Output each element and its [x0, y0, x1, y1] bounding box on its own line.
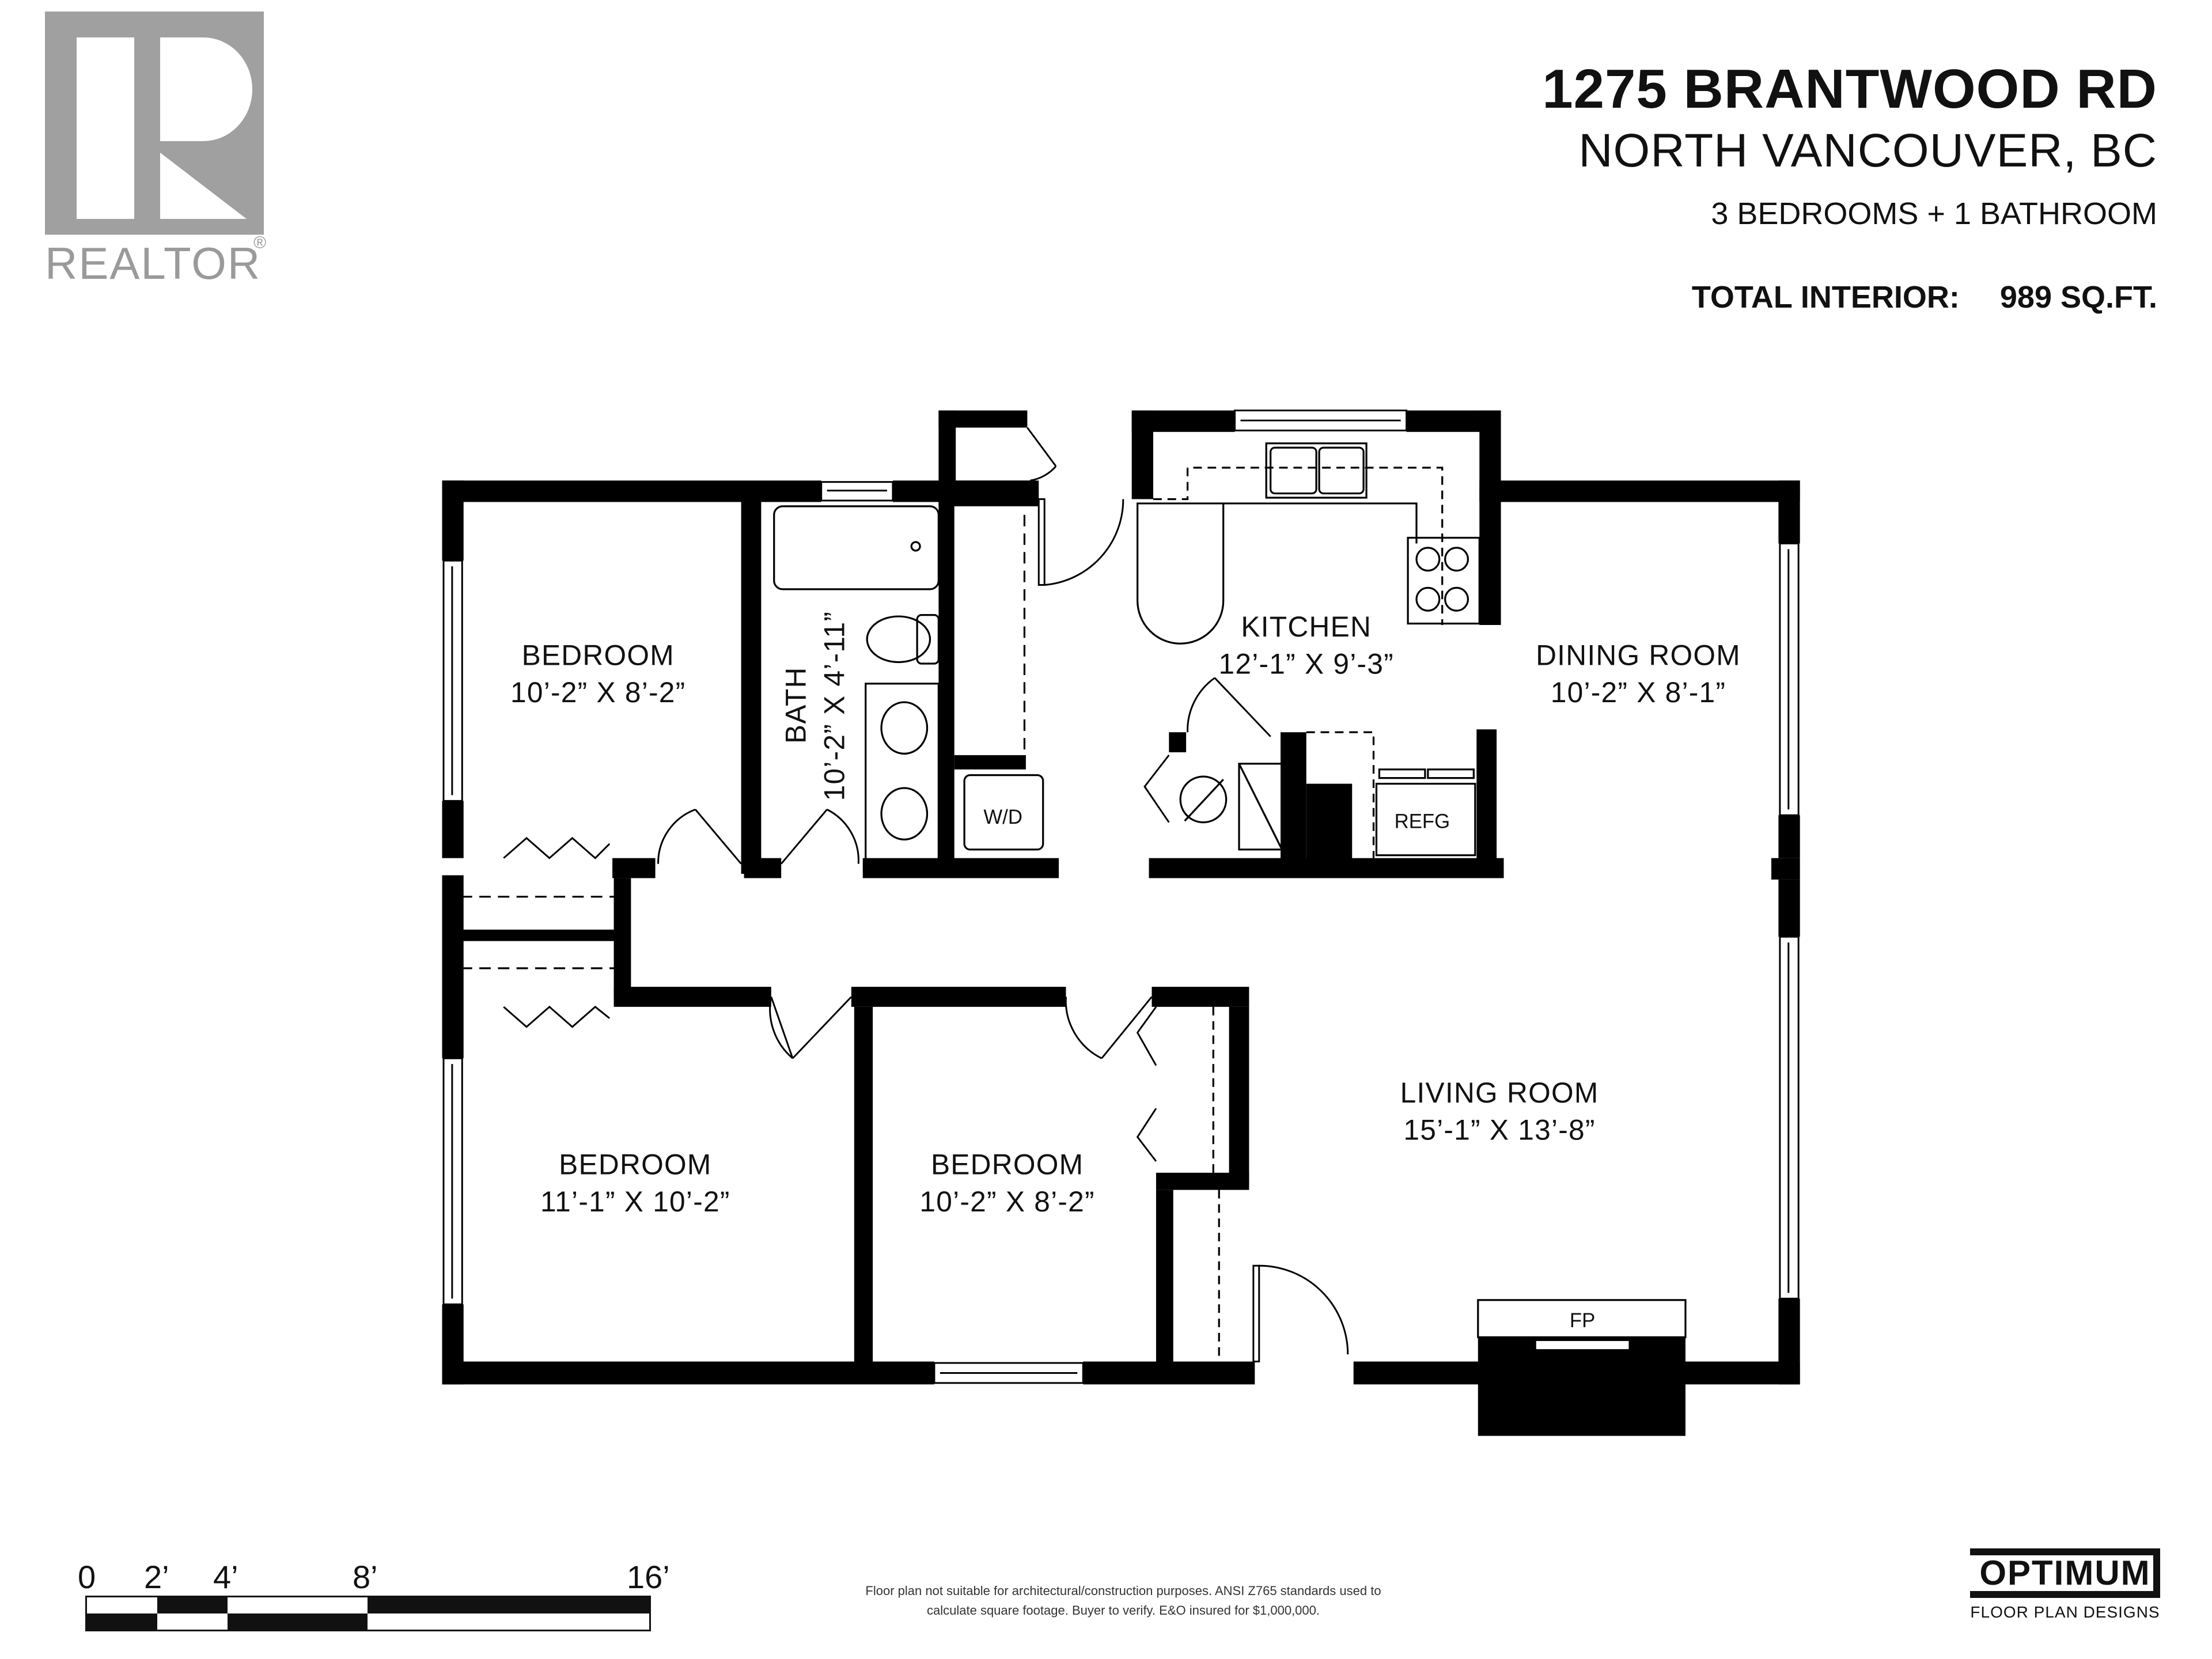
walls	[442, 410, 1800, 1436]
washer-dryer-label: W/D	[983, 806, 1022, 828]
total-interior: TOTAL INTERIOR: 989 SQ.FT.	[1692, 279, 2157, 315]
room-dims-living: 15’-1” X 13’-8”	[1403, 1114, 1595, 1146]
room-name-kitchen: KITCHEN	[1241, 611, 1372, 643]
realtor-wordmark: REALTOR	[45, 238, 262, 289]
optimum-logo-tagline: FLOOR PLAN DESIGNS	[1970, 1603, 2160, 1621]
scale-tick-4: 4’	[213, 1559, 238, 1595]
scale-labels: 0 2’ 4’ 8’ 16’	[0, 1558, 749, 1604]
room-name-living: LIVING ROOM	[1400, 1077, 1599, 1109]
room-name-bedroom-3: BEDROOM	[931, 1148, 1084, 1180]
room-dims-bedroom-2: 11’-1” X 10’-2”	[540, 1185, 730, 1218]
room-name-bedroom-1: BEDROOM	[522, 639, 675, 671]
scale-tick-0: 0	[78, 1559, 96, 1595]
scale-tick-8: 8’	[353, 1559, 378, 1595]
disclaimer-line-2: calculate square footage. Buyer to verif…	[927, 1603, 1320, 1618]
disclaimer: Floor plan not suitable for architectura…	[806, 1581, 1440, 1620]
room-labels: BEDROOM 10’-2” X 8’-2” BATH 10’-2” X 4’-…	[510, 611, 1741, 1332]
optimum-logo-frame	[1970, 1548, 2160, 1598]
rooms-summary: 3 BEDROOMS + 1 BATHROOM	[1711, 196, 2157, 231]
property-address: 1275 BRANTWOOD RD	[1542, 58, 2157, 120]
room-dims-dining: 10’-2” X 8’-1”	[1551, 676, 1726, 709]
room-dims-kitchen: 12’-1” X 9’-3”	[1219, 647, 1394, 680]
room-dims-bedroom-1: 10’-2” X 8’-2”	[510, 676, 685, 709]
property-city: NORTH VANCOUVER, BC	[1578, 124, 2157, 177]
fireplace-label: FP	[1570, 1310, 1595, 1332]
refrigerator-label: REFG	[1395, 811, 1450, 833]
windows	[442, 410, 1800, 1384]
room-name-bath: BATH	[779, 666, 812, 744]
total-interior-label: TOTAL INTERIOR:	[1691, 280, 1960, 315]
registered-mark: ®	[253, 233, 267, 252]
scale-tick-16: 16’	[627, 1559, 670, 1595]
room-name-dining: DINING ROOM	[1536, 639, 1741, 671]
room-name-bedroom-2: BEDROOM	[559, 1148, 711, 1180]
fixtures	[460, 442, 1687, 1362]
scale-tick-2: 2’	[144, 1559, 169, 1595]
disclaimer-line-1: Floor plan not suitable for architectura…	[865, 1584, 1381, 1598]
room-dims-bath: 10’-2” X 4’-11”	[818, 611, 850, 801]
doors	[503, 427, 1349, 1363]
scale-bar	[85, 1596, 651, 1631]
optimum-logo-wordmark: OPTIMUM	[1979, 1554, 2151, 1592]
room-dims-bedroom-3: 10’-2” X 8’-2”	[919, 1185, 1094, 1218]
realtor-logo-icon	[45, 12, 264, 235]
total-interior-value: 989 SQ.FT.	[1999, 280, 2157, 315]
